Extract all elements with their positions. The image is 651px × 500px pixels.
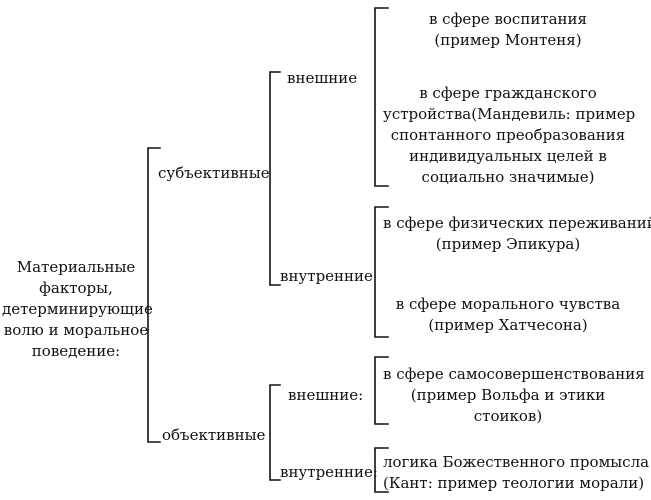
root-node: Материальные факторы, детерминирующие во… (2, 257, 153, 362)
root-line: факторы, (39, 279, 113, 297)
leaf-physical-experiences: в сфере физических переживаний (пример Э… (383, 213, 651, 255)
leaf-line: устройства(Мандевиль: пример (383, 105, 636, 123)
leaf-self-improvement: в сфере самосовершенствования (пример Во… (383, 364, 645, 427)
objective-label: объективные (162, 426, 266, 444)
subjective-external-label: внешние (287, 69, 358, 87)
leaf-line: индивидуальных целей в (409, 147, 607, 165)
subjective-bracket (269, 71, 281, 286)
root-bracket (147, 147, 161, 443)
leaf-line: (пример Хатчесона) (428, 316, 588, 334)
leaf-upbringing: в сфере воспитания (пример Монтеня) (383, 9, 633, 51)
leaf-line: стоиков) (473, 407, 543, 425)
subjective-label: субъективные (158, 164, 270, 182)
subj-external-leaves-bracket (374, 7, 389, 187)
leaf-divine-providence: логика Божественного промысла (Кант: при… (383, 452, 650, 494)
leaf-line: в сфере гражданского (419, 84, 597, 102)
obj-external-leaves-bracket (374, 356, 389, 425)
leaf-line: в сфере морального чувства (395, 295, 621, 313)
leaf-line: в сфере воспитания (428, 10, 588, 28)
root-line: Материальные (16, 258, 136, 276)
leaf-line: в сфере физических переживаний (383, 214, 651, 232)
leaf-line: спонтанного преобразования (390, 126, 626, 144)
leaf-moral-sense: в сфере морального чувства (пример Хатче… (383, 294, 633, 336)
leaf-line: (пример Монтеня) (434, 31, 582, 49)
leaf-line: в сфере самосовершенствования (383, 365, 645, 383)
subjective-internal-label: внутренние (280, 267, 373, 285)
objective-bracket (269, 384, 281, 481)
subj-internal-leaves-bracket (374, 206, 389, 338)
root-line: волю и моральное (3, 321, 149, 339)
root-line: поведение: (31, 342, 121, 360)
leaf-line: логика Божественного промысла (383, 453, 650, 471)
leaf-line: (пример Эпикура) (435, 235, 581, 253)
leaf-line: социально значимые) (421, 168, 595, 186)
leaf-civil-order: в сфере гражданского устройства(Мандевил… (383, 83, 636, 188)
leaf-line: (Кант: пример теологии морали) (383, 474, 645, 492)
root-line: детерминирующие (2, 300, 153, 318)
objective-external-label: внешние: (288, 386, 364, 404)
obj-internal-leaves-bracket (374, 447, 389, 493)
objective-internal-label: внутренние: (280, 463, 378, 481)
leaf-line: (пример Вольфа и этики (410, 386, 606, 404)
